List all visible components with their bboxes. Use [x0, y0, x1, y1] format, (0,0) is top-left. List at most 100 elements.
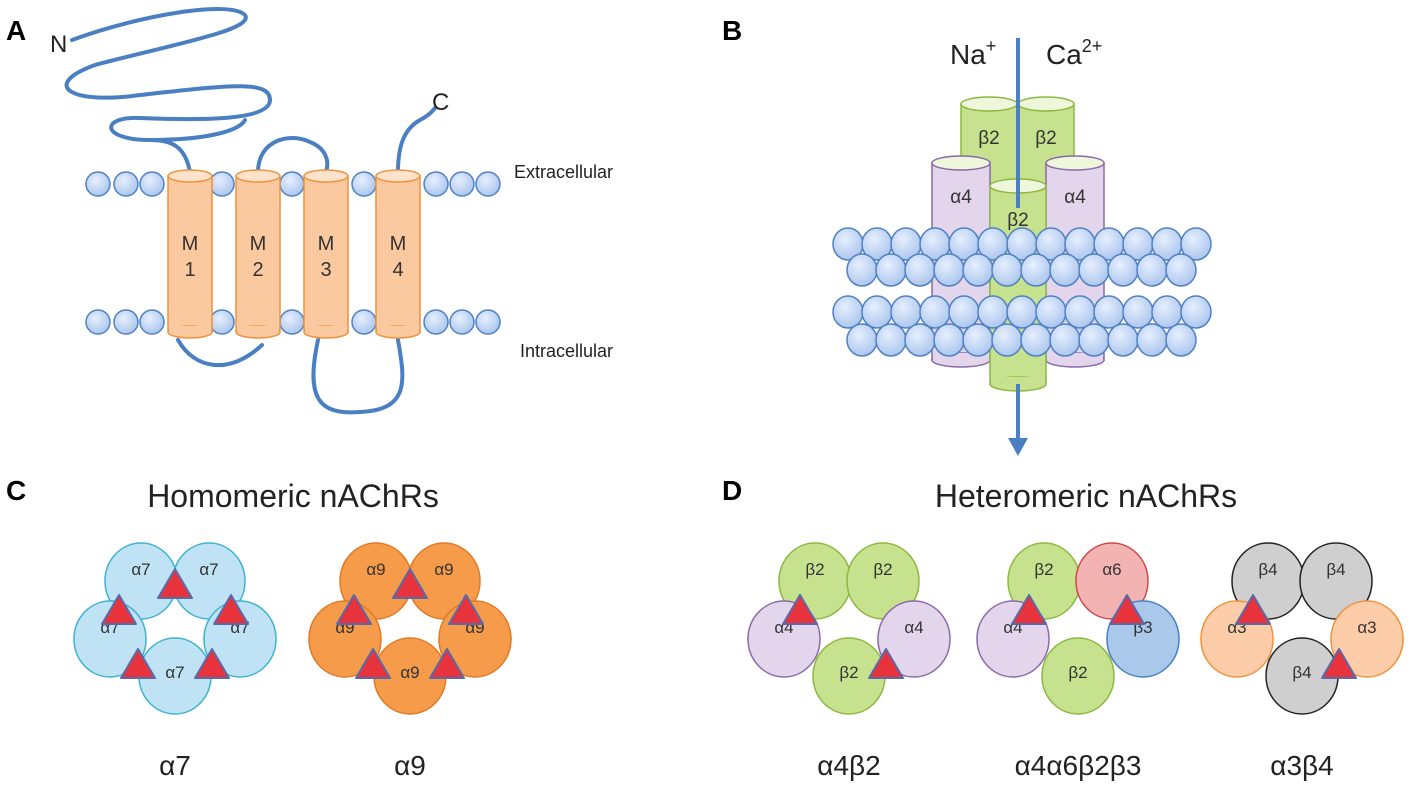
lipid-bead	[991, 323, 1023, 357]
subunit-label: α9	[434, 560, 453, 579]
binding-site-triangle	[782, 594, 818, 625]
lipid-bead	[904, 323, 936, 357]
helix-m1: M1	[167, 169, 213, 339]
binding-site-triangle	[1321, 648, 1357, 679]
lipid-bead	[423, 309, 449, 335]
lipid-bead	[279, 171, 305, 197]
binding-site-triangle	[157, 568, 193, 599]
binding-site-triangle	[868, 648, 904, 679]
panel-d-letter: D	[722, 475, 742, 506]
subunit-label: β2	[978, 128, 1000, 149]
panel-c-letter: C	[6, 475, 26, 506]
subunit-label: α4	[904, 618, 923, 637]
subunit-label: α3	[1357, 618, 1376, 637]
lipid-bead	[977, 295, 1009, 329]
helix-label: M	[318, 233, 335, 255]
lipid-bead	[846, 253, 878, 287]
binding-site-triangle	[448, 594, 484, 625]
binding-site-triangle	[355, 648, 391, 679]
lipid-bead	[475, 309, 501, 335]
lipid-bead	[139, 171, 165, 197]
subunit-label: β2	[1035, 128, 1057, 149]
lipid-bead	[1064, 295, 1096, 329]
c-terminus-label: C	[432, 89, 449, 116]
lipid-bead	[1107, 323, 1139, 357]
helix-m4: M4	[375, 169, 421, 339]
lipid-bead	[948, 295, 980, 329]
lipid-bead	[1049, 323, 1081, 357]
helix-m3: M3	[303, 169, 349, 339]
binding-site-triangle	[1109, 594, 1145, 625]
subunit-label: α7	[199, 560, 218, 579]
receptor-name: α7	[159, 750, 191, 781]
lipid-bead	[139, 309, 165, 335]
panel-a-letter: A	[6, 15, 26, 46]
subunit-β2: β2	[812, 637, 886, 715]
lipid-bead	[1165, 253, 1197, 287]
binding-site-triangle	[213, 594, 249, 625]
subunit-label: β2	[805, 560, 824, 579]
binding-site-triangle	[429, 648, 465, 679]
lipid-bead	[1136, 323, 1168, 357]
loop-m3-m4-intra	[311, 338, 405, 415]
subunit-label: α4	[1064, 187, 1086, 208]
lipid-bead	[209, 171, 235, 197]
membrane-bilayer	[832, 227, 1212, 357]
lipid-bead	[861, 295, 893, 329]
heteromeric-title: Heteromeric nAChRs	[935, 478, 1237, 514]
lipid-bead	[1093, 295, 1125, 329]
lipid-bead	[1180, 227, 1212, 261]
lipid-bead	[1165, 323, 1197, 357]
subunit-label: β2	[873, 560, 892, 579]
lipid-bead	[846, 323, 878, 357]
lipid-bead	[1107, 253, 1139, 287]
loop-m1-m2-intra	[176, 338, 264, 368]
helix-label: M	[390, 233, 407, 255]
lipid-bead	[919, 295, 951, 329]
helix-label: M	[250, 233, 267, 255]
binding-site-triangle	[120, 648, 156, 679]
lipid-bead	[875, 253, 907, 287]
subunit-α3: α3	[1330, 600, 1404, 678]
subunit-label: α6	[1102, 560, 1121, 579]
lipid-bead	[1020, 253, 1052, 287]
subunit-label: β2	[1068, 663, 1087, 682]
membrane-beads	[85, 171, 501, 335]
lipid-bead	[962, 323, 994, 357]
lipid-bead	[351, 309, 377, 335]
binding-site-triangle	[1011, 594, 1047, 625]
intracellular-label: Intracellular	[520, 341, 613, 361]
lipid-bead	[933, 253, 965, 287]
subunit-label: β2	[1034, 560, 1053, 579]
subunit-label: β2	[839, 663, 858, 682]
lipid-bead	[1136, 253, 1168, 287]
binding-site-triangle	[194, 648, 230, 679]
subunit-label: α9	[366, 560, 385, 579]
subunit-label: α9	[400, 663, 419, 682]
lipid-bead	[209, 309, 235, 335]
subunit-β4: β4	[1299, 542, 1373, 620]
subunit-β2: β2	[1041, 637, 1115, 715]
lipid-bead	[933, 323, 965, 357]
lipid-bead	[890, 295, 922, 329]
panel-b-letter: B	[722, 15, 742, 46]
lipid-bead	[85, 171, 111, 197]
lipid-bead	[279, 309, 305, 335]
lipid-bead	[1078, 253, 1110, 287]
receptor-name: α4β2	[817, 750, 880, 781]
binding-site-triangle	[101, 594, 137, 625]
lipid-bead	[1180, 295, 1212, 329]
n-terminal-chain	[64, 7, 273, 174]
subunit-label: β4	[1292, 663, 1311, 682]
subunit-β2: β2	[846, 542, 920, 620]
